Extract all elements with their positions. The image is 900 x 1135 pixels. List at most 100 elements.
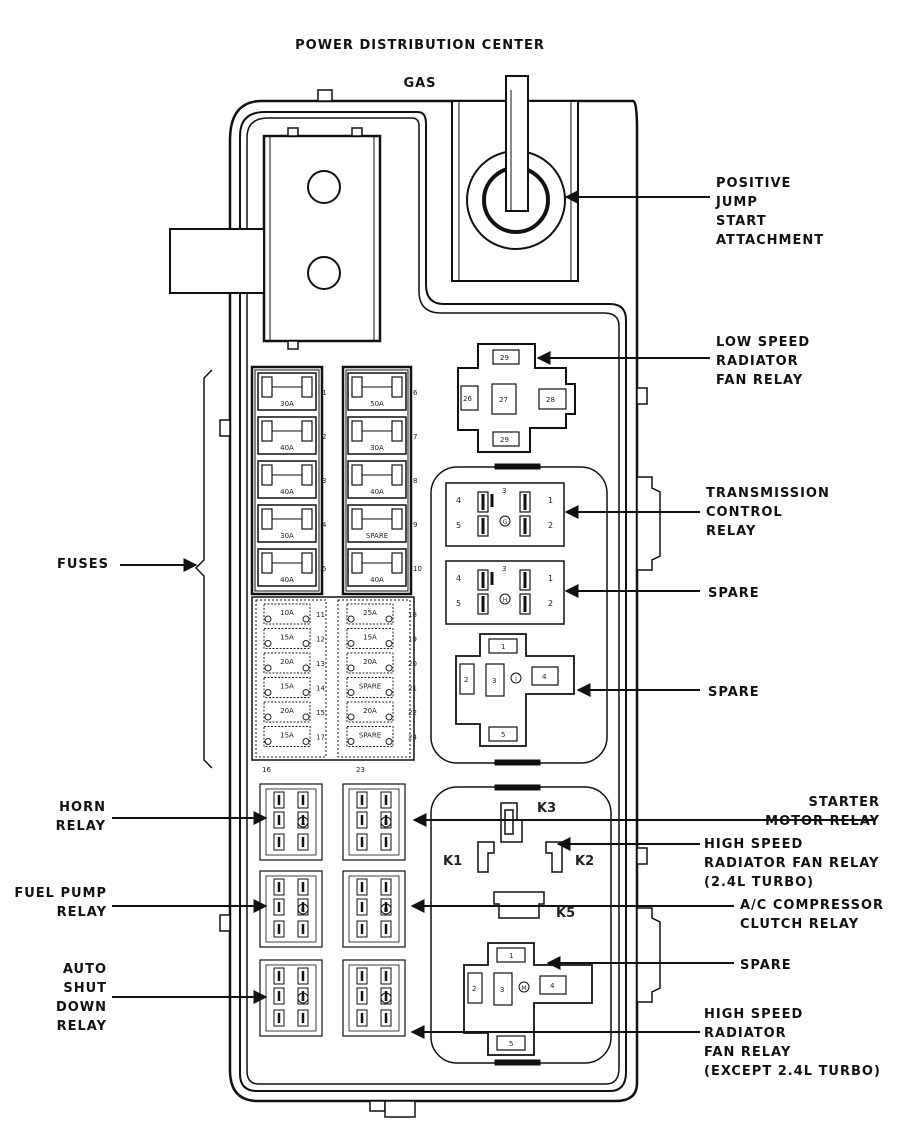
low-fan-pin-left: 26 <box>463 395 472 403</box>
fuse-terminal <box>264 738 272 745</box>
relay-pin-number: 2 <box>464 676 468 684</box>
k-relay-sockets <box>477 802 563 919</box>
relay-letter: B <box>384 820 388 827</box>
mini-relay-socket: D <box>342 870 406 948</box>
fuse-terminal <box>302 615 310 623</box>
relay-terminal <box>477 593 489 615</box>
fuse-amp-label: 20A <box>363 707 377 715</box>
relay-terminal <box>356 920 368 938</box>
callout-starter-motor-relay: STARTER MOTOR RELAY <box>765 795 880 829</box>
relay-terminal <box>356 878 368 896</box>
callout-horn-relay: HORN RELAY <box>55 800 106 834</box>
relay-terminal <box>356 967 368 985</box>
relay-terminal <box>531 666 559 686</box>
relay-terminal <box>467 972 483 1004</box>
mini-fuse <box>263 677 311 698</box>
fuse-amp-label: 15A <box>280 634 294 642</box>
title-line-1: POWER DISTRIBUTION CENTER <box>295 38 545 53</box>
relay-letter-circle <box>518 981 530 993</box>
fuse-amp-label: 20A <box>280 707 294 715</box>
fuse-number: 1 <box>322 389 326 397</box>
mini-fuse <box>263 726 311 747</box>
fuse-amp-label: 40A <box>280 576 294 584</box>
mini-relay-socket: C <box>259 870 323 948</box>
fuse-number: 13 <box>316 660 325 668</box>
callout-auto-shutdown-relay: AUTO SHUT DOWN RELAY <box>55 962 107 1034</box>
mini-relay-socket: A <box>259 783 323 861</box>
fuse-amp-label: 30A <box>370 444 384 452</box>
fuse-terminal <box>347 615 355 623</box>
relay-terminal <box>297 791 309 809</box>
relay-letter-circle <box>510 672 522 684</box>
relay-pin-number: 2 <box>548 521 553 530</box>
relay-terminal <box>519 491 531 513</box>
relay-terminal <box>380 833 392 851</box>
relay-terminal <box>273 920 285 938</box>
fuse-terminal <box>347 713 355 721</box>
relay-letter: D <box>384 907 389 914</box>
fuse-amp-label: 40A <box>370 488 384 496</box>
callout-ac-compressor-relay: A/C COMPRESSOR CLUTCH RELAY <box>740 898 885 932</box>
relay-socket-outline <box>463 942 593 1056</box>
fuse-terminal <box>302 738 310 745</box>
fuse-number: 14 <box>316 685 325 693</box>
relay-terminal <box>356 833 368 851</box>
callout-high-speed-fan-relay-turbo: HIGH SPEED RADIATOR FAN RELAY (2.4L TURB… <box>704 837 880 890</box>
relay-pin-number: 4 <box>456 574 461 583</box>
relay-pin-number: 5 <box>456 599 461 608</box>
relay-terminal <box>297 920 309 938</box>
fuse-amp-label: 40A <box>370 576 384 584</box>
mini-fuse <box>346 726 394 747</box>
relay-pin-number: 3 <box>502 487 506 495</box>
cartridge-fuse <box>257 460 317 499</box>
fuse-terminal <box>385 738 393 745</box>
fuse-number: 9 <box>413 521 417 529</box>
fuse-number: 19 <box>408 636 417 644</box>
relay-terminal <box>477 515 489 537</box>
fuse-terminal <box>347 689 355 696</box>
relay-terminal <box>380 920 392 938</box>
fuse-terminal <box>302 640 310 647</box>
relay-terminal <box>273 1009 285 1027</box>
fuse-number: 12 <box>316 636 325 644</box>
fuse-terminal <box>264 664 272 672</box>
relay-terminal <box>496 947 526 963</box>
cartridge-fuses: 30A140A240A330A440A550A630A740A8SPARE940… <box>257 372 422 587</box>
fuse-amp-label: SPARE <box>359 732 381 740</box>
relay-letter-circle <box>380 903 392 915</box>
mini-fuse <box>346 652 394 674</box>
fuse-number: 18 <box>408 611 417 619</box>
relay-letter: I <box>515 676 517 683</box>
mini-fuse <box>346 677 394 698</box>
title-line-2: GAS <box>403 76 437 91</box>
cartridge-fuse <box>347 548 407 587</box>
relay-pin-number: 2 <box>548 599 553 608</box>
relay-terminal <box>273 967 285 985</box>
relay-terminal <box>380 878 392 896</box>
fuse-amp-label: 40A <box>280 488 294 496</box>
fuse-terminal <box>302 713 310 721</box>
callout-fuses: FUSES <box>57 557 110 572</box>
mini-fuse <box>263 628 311 649</box>
fuse-terminal <box>385 640 393 647</box>
fuse-terminal <box>264 615 272 623</box>
relay-letter: E <box>301 996 305 1003</box>
relay-terminal <box>297 1009 309 1027</box>
cartridge-fuse-blocks <box>250 365 413 596</box>
relay-pin-number: 5 <box>509 1040 513 1048</box>
low-fan-pin-top: 29 <box>500 354 509 362</box>
fuse-number: 22 <box>408 709 417 717</box>
mini-fuse <box>263 603 311 625</box>
relay-pin-number: 4 <box>542 673 547 681</box>
relay-socket-outline <box>259 783 323 861</box>
relay-letter: A <box>301 820 306 827</box>
fuse-amp-label: 10A <box>280 609 294 617</box>
fuse-number: 6 <box>413 389 418 397</box>
relay-pin-number: 3 <box>502 565 506 573</box>
fuse-amp-label: 15A <box>363 634 377 642</box>
relay-socket-outline <box>455 633 575 747</box>
fuse-amp-label: SPARE <box>359 683 381 691</box>
fuse-terminal <box>347 738 355 745</box>
relay-terminal <box>273 878 285 896</box>
